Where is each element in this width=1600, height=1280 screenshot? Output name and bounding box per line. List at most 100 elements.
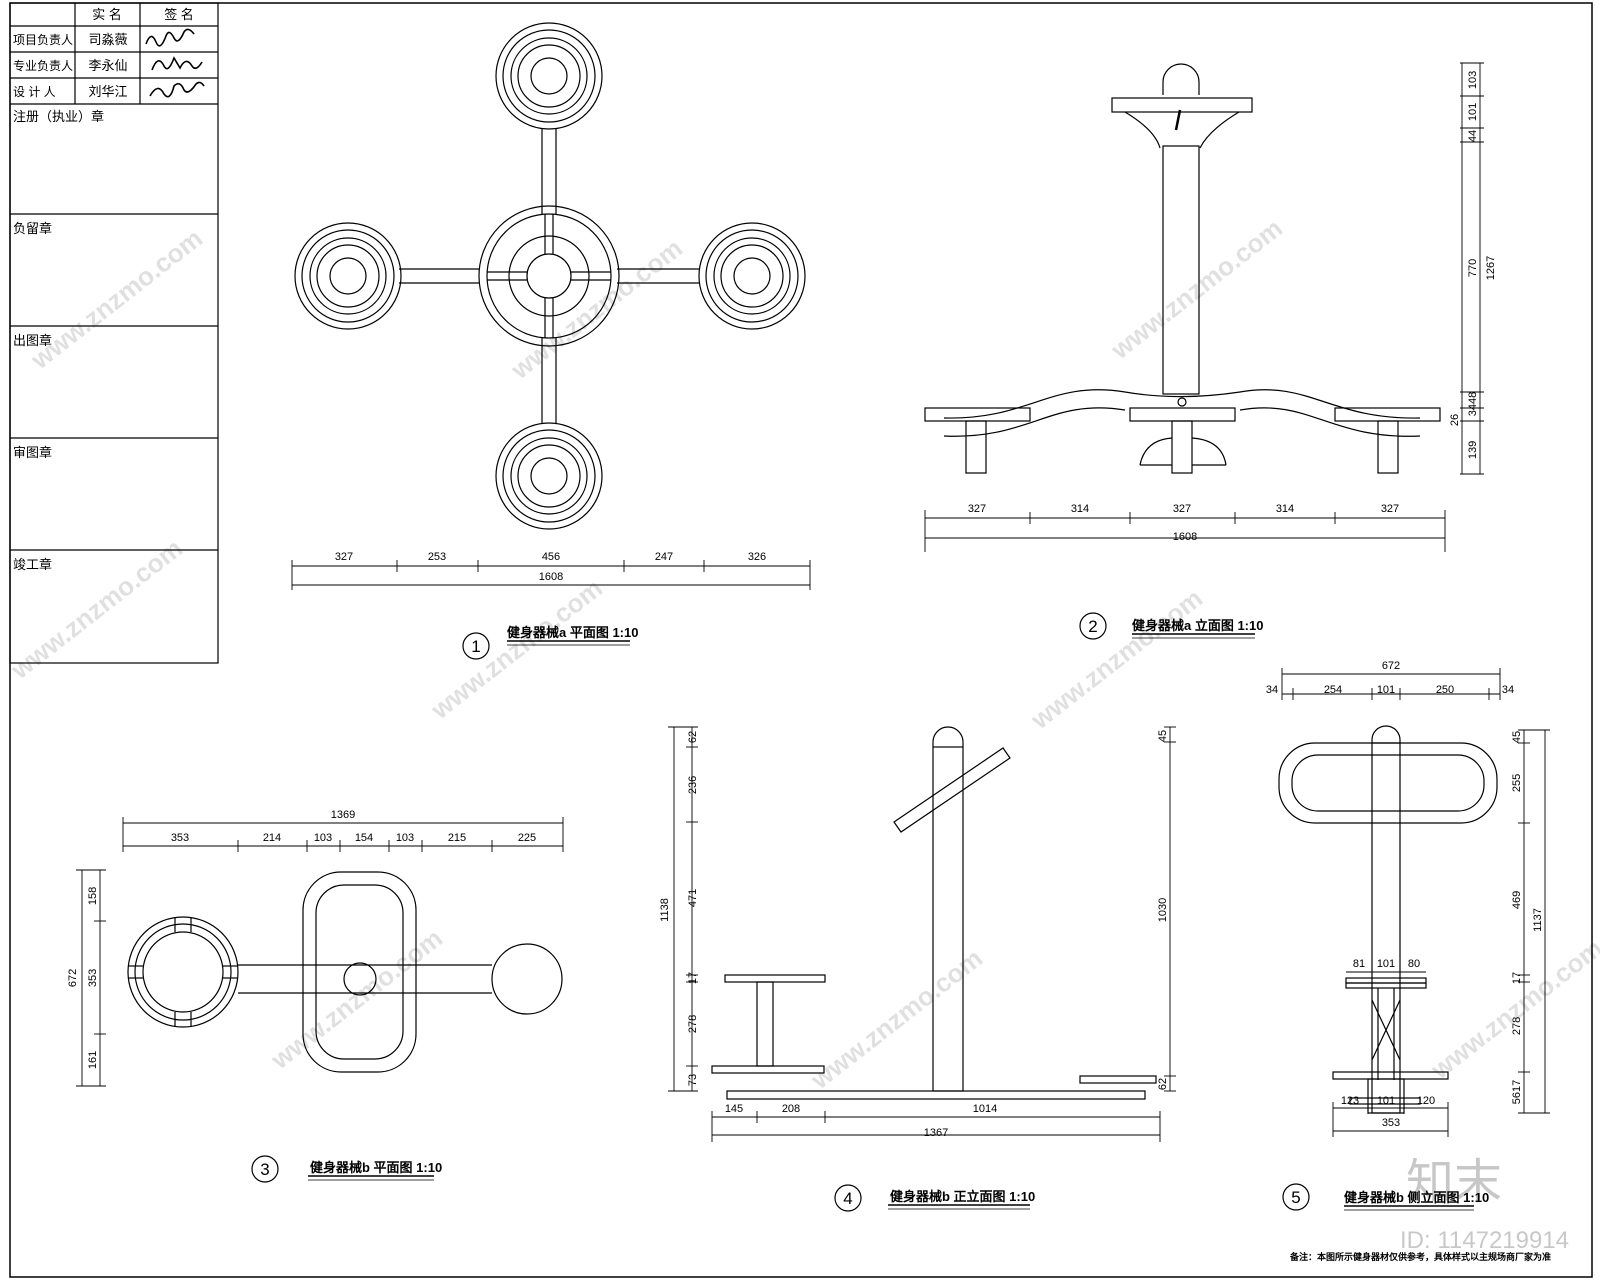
watermark-text: www.znzmo.com [804, 943, 988, 1096]
v2-vdim: 101 [1467, 103, 1479, 121]
v1-number: 1 [471, 637, 480, 656]
tb-header-name: 实 名 [92, 7, 122, 22]
v4-vdim-total: 1138 [659, 898, 671, 922]
v2-vdim: 3448 [1467, 392, 1479, 416]
v4-dim-total: 1367 [924, 1127, 948, 1139]
view-1-plan-a [294, 22, 806, 530]
dimension-text: 327 253 456 247 326 1608 327 314 327 314… [67, 71, 1544, 1139]
v5-dim: 120 [1417, 1095, 1435, 1107]
watermark-text: www.znzmo.com [504, 233, 688, 386]
v5-dim: 101 [1377, 1095, 1395, 1107]
v4-vdim: 1030 [1157, 898, 1169, 922]
v4-vdim: 45 [1157, 730, 1169, 742]
tb-header-sign: 签 名 [164, 7, 194, 22]
v4-vdim: 62 [687, 731, 699, 743]
v1-dim: 247 [655, 551, 673, 563]
v3-vdim: 161 [87, 1051, 99, 1069]
v2-title: 健身器械a 立面图 1:10 [1132, 618, 1263, 633]
v5-vdim: 469 [1511, 891, 1523, 909]
v1-dim: 327 [335, 551, 353, 563]
tb-stamp-label: 审图章 [13, 445, 52, 460]
center-hub [478, 205, 620, 347]
tb-stamp-label: 竣工章 [13, 557, 52, 572]
title-block: 实 名 签 名 项目负责人 司淼薇 专业负责人 李永仙 设 计 人 刘华江 注册… [9, 2, 219, 664]
tb-role: 设 计 人 [13, 85, 56, 99]
pedal-disc [495, 22, 603, 130]
watermark-logo: 知末 [1406, 1156, 1502, 1209]
v2-dim: 327 [968, 503, 986, 515]
v5-vdim: 45 [1511, 731, 1523, 743]
view-titles: 1 健身器械a 平面图 1:10 2 健身器械a 立面图 1:10 3 健身器械… [251, 612, 1551, 1262]
tb-name: 司淼薇 [88, 32, 127, 47]
watermark-text: www.znzmo.com [424, 573, 608, 726]
v2-vdim: 26 [1449, 414, 1461, 426]
v2-dim: 314 [1276, 503, 1294, 515]
v4-dim: 1014 [973, 1103, 997, 1115]
tb-name: 刘华江 [88, 84, 127, 99]
v2-dim: 327 [1173, 503, 1191, 515]
v3-dim: 103 [396, 832, 414, 844]
watermark-text: www.znzmo.com [1424, 933, 1600, 1086]
v2-vdim: 103 [1467, 71, 1479, 89]
v2-vdim-total: 1267 [1485, 256, 1497, 280]
watermark-text: www.znzmo.com [24, 223, 208, 376]
v4-title: 健身器械b 正立面图 1:10 [890, 1189, 1035, 1204]
v3-dim: 215 [448, 832, 466, 844]
view-3-plan-b [127, 871, 563, 1073]
v1-title: 健身器械a 平面图 1:10 [507, 625, 638, 640]
v3-vdim-total: 672 [67, 969, 79, 987]
v5-vdim: 17 [1511, 972, 1523, 984]
v5-number: 5 [1291, 1188, 1300, 1207]
view-2-elevation-a [924, 63, 1441, 474]
v5-dim: 123 [1341, 1095, 1359, 1107]
tb-role: 项目负责人 [13, 33, 73, 47]
v5-dim-total: 672 [1382, 660, 1400, 672]
corner-watermark: 知末 ID: 1147219914 [1400, 1156, 1569, 1254]
v2-vdim: 139 [1467, 441, 1479, 459]
v2-vdim: 44 [1467, 130, 1479, 142]
v5-title: 健身器械b 侧立面图 1:10 [1344, 1190, 1489, 1205]
v2-vdim: 770 [1467, 259, 1479, 277]
tb-role: 专业负责人 [13, 58, 73, 73]
v2-dim: 314 [1071, 503, 1089, 515]
signature-2 [151, 56, 203, 71]
signature-1 [145, 28, 195, 47]
v5-vdim: 255 [1511, 774, 1523, 792]
v3-number: 3 [260, 1160, 269, 1179]
v4-number: 4 [843, 1189, 852, 1208]
v1-dim: 456 [542, 551, 560, 563]
v5-dim: 101 [1377, 684, 1395, 696]
watermark-text: www.znzmo.com [264, 923, 448, 1076]
v5-dim: 34 [1502, 684, 1514, 696]
watermark-text: www.znzmo.com [1024, 583, 1208, 736]
v5-dim: 250 [1436, 684, 1454, 696]
pedal-disc [698, 222, 806, 330]
v3-vdim: 353 [87, 969, 99, 987]
v1-dim: 326 [748, 551, 766, 563]
v3-dim: 214 [263, 832, 281, 844]
v3-dim-total: 1369 [331, 809, 355, 821]
v1-dim-total: 1608 [539, 571, 563, 583]
tb-stamp-label: 出图章 [13, 333, 52, 348]
v1-dim: 253 [428, 551, 446, 563]
v5-dim-total: 353 [1382, 1117, 1400, 1129]
v5-dim: 34 [1266, 684, 1278, 696]
pedal-disc [294, 222, 402, 330]
drawing-note: 备注：本图所示健身器材仅供参考，具体样式以主规场商厂家为准 [1289, 1251, 1551, 1262]
v3-title: 健身器械b 平面图 1:10 [310, 1160, 442, 1175]
v5-dim: 80 [1408, 958, 1420, 970]
v4-vdim: 236 [687, 776, 699, 794]
tb-stamp-label: 负留章 [13, 221, 52, 236]
tb-stamp-label: 注册（执业）章 [13, 109, 104, 124]
v4-vdim: 17 [687, 972, 699, 984]
v5-vdim: 278 [1511, 1017, 1523, 1035]
pedal-disc [495, 422, 603, 530]
v4-vdim: 62 [1157, 1078, 1169, 1090]
v3-vdim: 158 [87, 887, 99, 905]
v4-vdim: 471 [687, 889, 699, 907]
v4-dim: 145 [725, 1103, 743, 1115]
v5-dim: 254 [1324, 684, 1342, 696]
v5-vdim-total: 1137 [1532, 908, 1544, 932]
v5-dim: 81 [1353, 958, 1365, 970]
